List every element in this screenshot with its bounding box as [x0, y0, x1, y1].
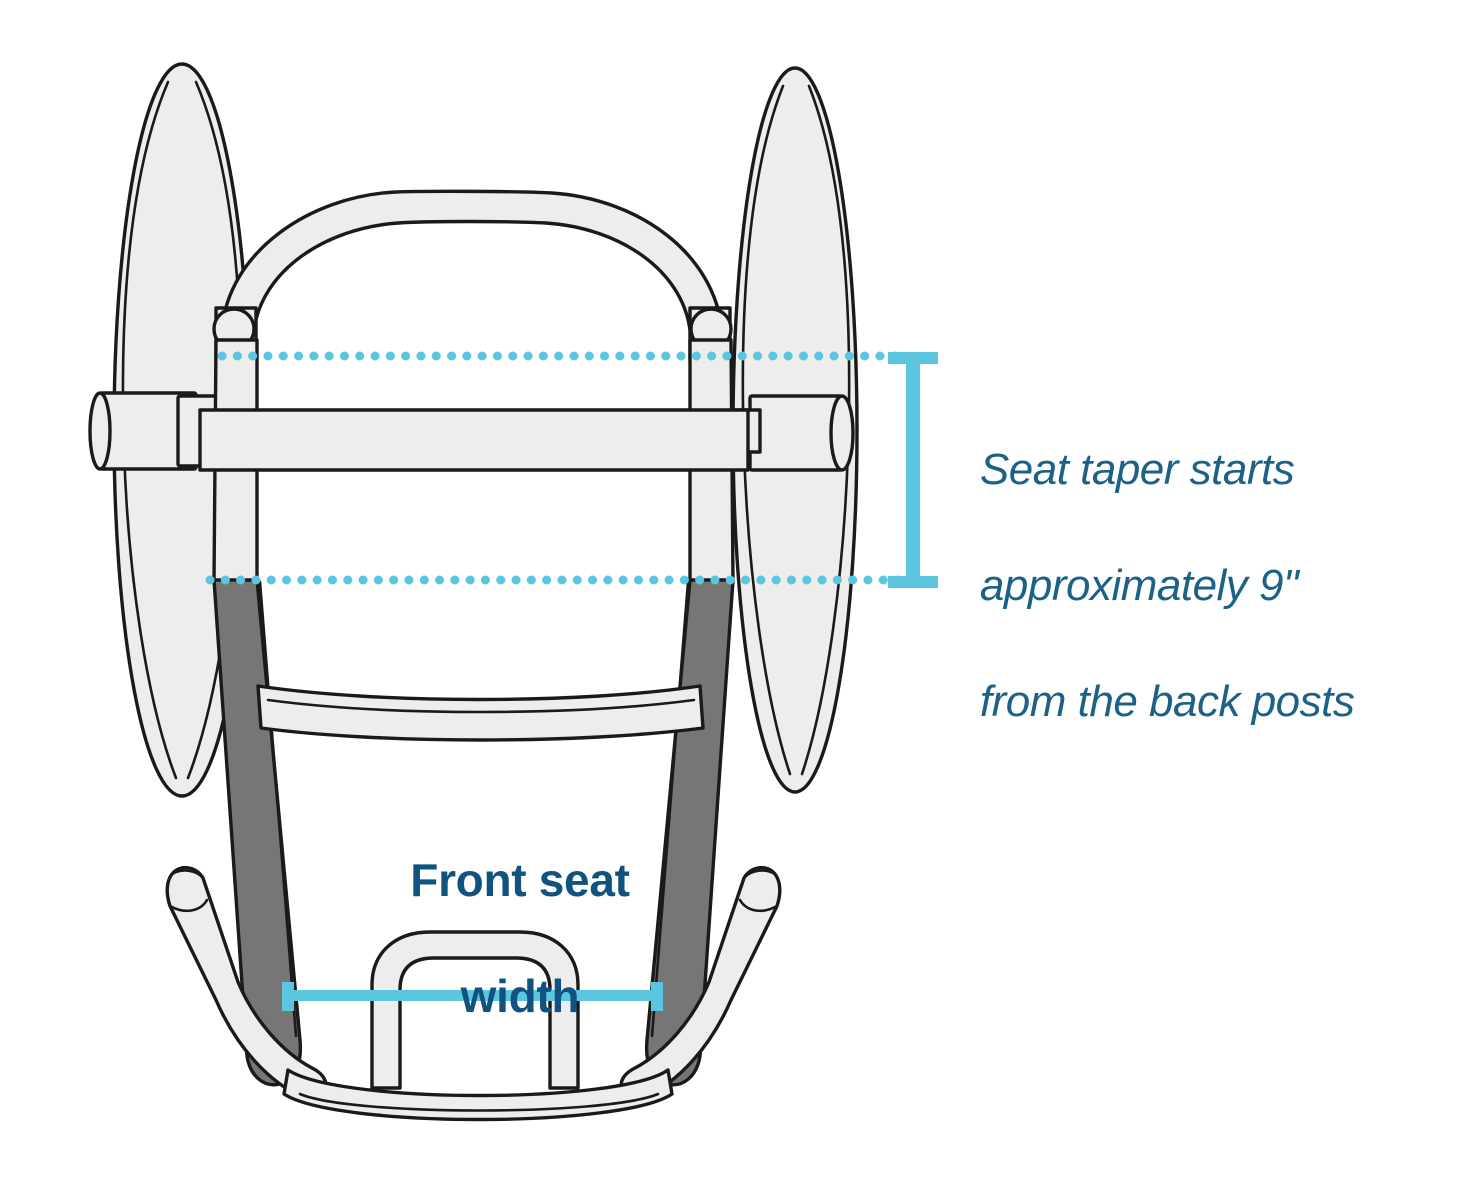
seat-taper-note-line3: from the back posts — [979, 677, 1355, 726]
front-seat-width-label: Front seat width — [330, 793, 660, 1083]
front-seat-width-label-line2: width — [460, 970, 580, 1022]
seat-cross-bar — [256, 684, 705, 742]
front-seat-width-dimension-line — [282, 982, 663, 1011]
front-seat-width-label-line1: Front seat — [410, 854, 630, 906]
seat-taper-note-line1: Seat taper starts — [979, 445, 1295, 494]
seat-upholstery-edges — [258, 580, 690, 1038]
seat-taper-note-line2: approximately 9" — [979, 561, 1299, 610]
right-rear-wheel — [714, 66, 859, 794]
footrest-hanger — [370, 930, 580, 1090]
seat-taper-note: Seat taper starts approximately 9" from … — [933, 383, 1403, 789]
backrest-cross-bar — [198, 408, 750, 472]
push-handle-arch — [220, 189, 724, 332]
seat-taper-dimension-bracket — [888, 352, 938, 588]
front-frame-bar — [282, 1068, 674, 1122]
